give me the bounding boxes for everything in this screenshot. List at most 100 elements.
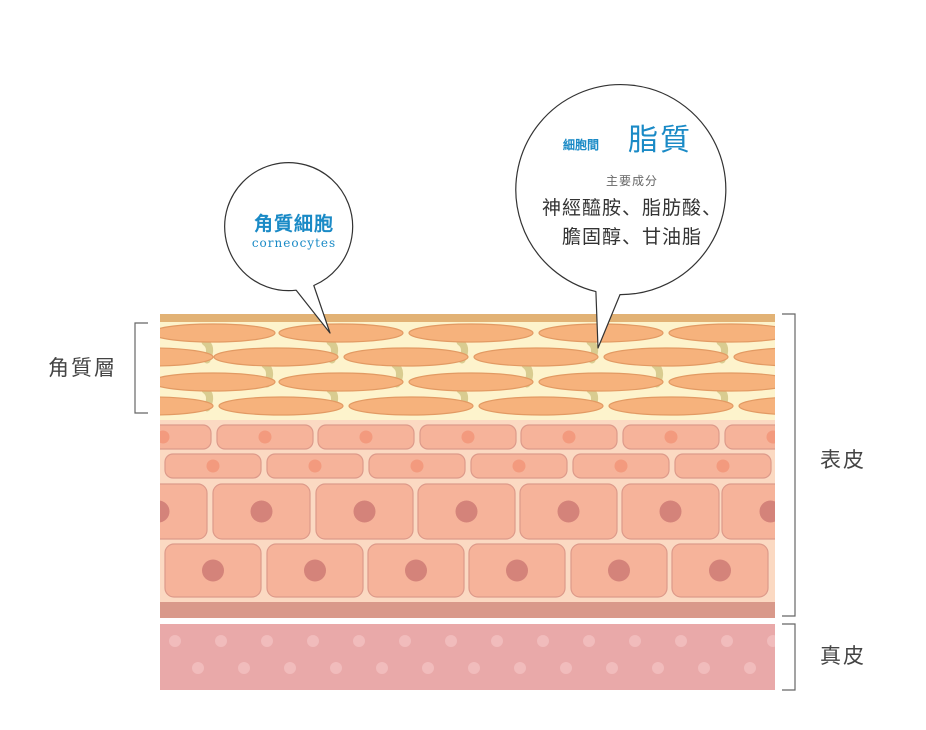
dermis-dot xyxy=(261,635,273,647)
lipid-callout: 細胞間 脂質 主要成分 神經醯胺、脂肪酸、 膽固醇、甘油脂 xyxy=(515,84,727,349)
cell-nucleus xyxy=(664,430,678,444)
dermis-dot xyxy=(583,635,595,647)
cell-nucleus xyxy=(562,430,576,444)
corneocyte-cell xyxy=(733,347,775,367)
corneocyte-cell xyxy=(348,396,474,416)
dermis-dot xyxy=(744,662,756,674)
cell-nucleus xyxy=(557,500,580,523)
cell-nucleus xyxy=(759,500,775,523)
cell-nucleus xyxy=(250,500,273,523)
dermis-dot xyxy=(537,635,549,647)
corneocyte-title: 角質細胞 xyxy=(254,212,334,235)
cell-nucleus xyxy=(308,459,322,473)
lipid-small-label: 細胞間 xyxy=(563,137,599,152)
stratum-corneum-bracket xyxy=(134,322,148,414)
corneocyte-cell xyxy=(538,372,664,392)
ingredients-line-1: 神經醯胺、脂肪酸、 xyxy=(542,197,722,219)
dermis-dot xyxy=(445,635,457,647)
corneocyte-cell xyxy=(668,372,775,392)
corneocyte-cell xyxy=(160,347,214,367)
cell-nucleus xyxy=(206,459,220,473)
cell-nucleus xyxy=(716,459,730,473)
corneocyte-cell xyxy=(408,323,534,343)
dermis-dot xyxy=(606,662,618,674)
corneocyte-cell xyxy=(160,396,214,416)
epidermal-cell xyxy=(721,483,775,540)
cell-nucleus xyxy=(608,559,630,582)
cell-nucleus xyxy=(359,430,373,444)
ingredients-label: 主要成分 xyxy=(606,174,658,188)
dermis-dot xyxy=(675,635,687,647)
cell-nucleus xyxy=(353,500,376,523)
dermis-dot xyxy=(721,635,733,647)
corneocyte-cell xyxy=(603,347,729,367)
corneocyte-cell xyxy=(160,323,276,343)
corneocyte-cell xyxy=(478,396,604,416)
dermis-dot xyxy=(192,662,204,674)
cell-nucleus xyxy=(410,459,424,473)
dermis-dot xyxy=(422,662,434,674)
cell-nucleus xyxy=(512,459,526,473)
dermis-dot xyxy=(652,662,664,674)
corneocyte-cell xyxy=(160,372,276,392)
epidermal-cell xyxy=(160,424,212,450)
dermis-dot xyxy=(399,635,411,647)
cell-nucleus xyxy=(766,430,775,444)
ingredients-line-2: 膽固醇、甘油脂 xyxy=(562,226,702,248)
corneocyte-subtitle: corneocytes xyxy=(252,236,336,250)
dermis-dot xyxy=(560,662,572,674)
corneocyte-cell xyxy=(608,396,734,416)
corneocyte-cell xyxy=(278,323,404,343)
corneocyte-cell xyxy=(668,323,775,343)
epidermis-label: 表皮 xyxy=(820,448,866,472)
dermis-dot xyxy=(215,635,227,647)
dermis-dot xyxy=(767,635,775,647)
corneocyte-cell xyxy=(738,397,775,415)
corneocyte-cell xyxy=(343,347,469,367)
dermis-dot xyxy=(330,662,342,674)
epidermal-cell xyxy=(724,424,775,450)
cell-nucleus xyxy=(506,559,528,582)
dermis-layer xyxy=(160,624,775,690)
dermis-bracket xyxy=(782,623,796,691)
corneocyte-cell xyxy=(213,347,339,367)
corneocyte-cell xyxy=(473,347,599,367)
skin-surface-band xyxy=(160,314,775,322)
corneocyte-cell xyxy=(218,396,344,416)
dermis-texture xyxy=(169,635,802,674)
cell-nucleus xyxy=(160,430,170,444)
cell-nucleus xyxy=(258,430,272,444)
basement-membrane-band xyxy=(160,602,775,618)
epidermal-cell xyxy=(160,483,208,540)
corneocyte-cells xyxy=(160,323,775,416)
corneocyte-callout: 角質細胞 corneocytes xyxy=(224,162,354,334)
dermis-dot xyxy=(284,662,296,674)
cell-nucleus xyxy=(461,430,475,444)
corneocyte-cell xyxy=(408,372,534,392)
cell-nucleus xyxy=(202,559,224,582)
corneocyte-cell xyxy=(278,372,404,392)
dermis-dot xyxy=(353,635,365,647)
stratum-corneum-label: 角質層 xyxy=(48,356,117,380)
dermis-dot xyxy=(629,635,641,647)
dermis-dot xyxy=(698,662,710,674)
dermis-label: 真皮 xyxy=(820,644,866,668)
cell-nucleus xyxy=(614,459,628,473)
cell-nucleus xyxy=(659,500,682,523)
cell-nucleus xyxy=(709,559,731,582)
lipid-big-label: 脂質 xyxy=(628,123,692,158)
epidermis-bracket xyxy=(782,313,796,617)
cell-nucleus xyxy=(160,500,170,523)
dermis-dot xyxy=(491,635,503,647)
dermis-dot xyxy=(514,662,526,674)
dermis-dot xyxy=(376,662,388,674)
epidermal-cells xyxy=(160,424,775,598)
dermis-dot xyxy=(307,635,319,647)
cell-nucleus xyxy=(455,500,478,523)
cell-nucleus xyxy=(304,559,326,582)
dermis-dot xyxy=(790,662,802,674)
dermis-dot xyxy=(468,662,480,674)
dermis-dot xyxy=(169,635,181,647)
cell-nucleus xyxy=(405,559,427,582)
